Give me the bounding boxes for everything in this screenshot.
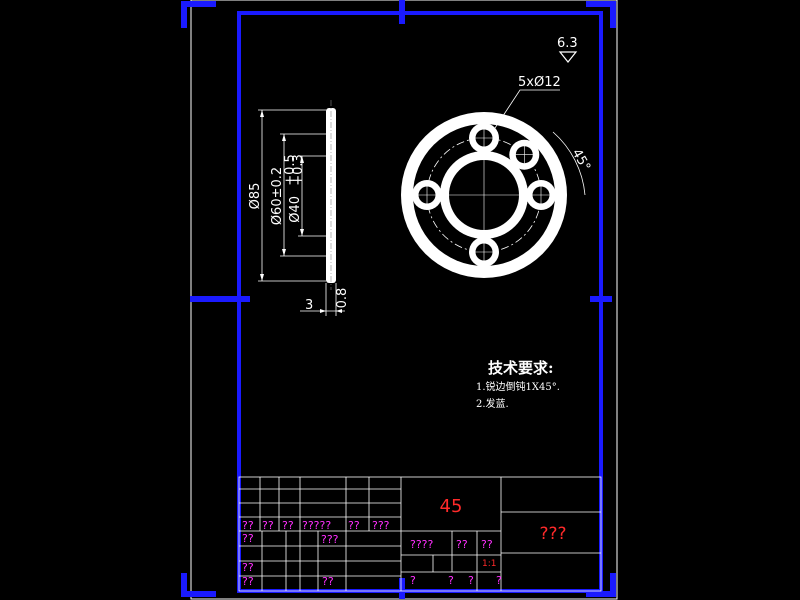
bolt-hole-centermark-3 bbox=[530, 184, 552, 206]
roughness-symbol: 6.3 bbox=[557, 36, 578, 63]
dim-outer-diameter: Ø85 bbox=[248, 183, 263, 210]
angle-dim-arc bbox=[552, 131, 586, 196]
dim-angle: 45° bbox=[569, 147, 594, 174]
tb-row3-left: ?? bbox=[242, 561, 254, 574]
dim-inner-diameter: Ø40 bbox=[288, 196, 303, 223]
tech-title: 技术要求: bbox=[488, 359, 554, 377]
tb-scale: ?? bbox=[481, 538, 493, 551]
tb-mass: ?? bbox=[456, 538, 468, 551]
bolt-hole-centermark-2 bbox=[513, 143, 536, 166]
tb-row1-cell-6: ??? bbox=[372, 519, 390, 532]
tb-row1-cell-5: ?? bbox=[348, 519, 360, 532]
arrows-thickness bbox=[320, 309, 342, 313]
dim-inner-tol-lower: +0.3 bbox=[291, 154, 306, 186]
side-view: Ø85 Ø60±0.2 Ø40 +0.5 +0.3 3 0.8 bbox=[248, 100, 350, 316]
tb-stage: ???? bbox=[410, 538, 434, 551]
tb-row2-mid: ??? bbox=[321, 533, 339, 546]
dim-offset: 0.8 bbox=[335, 288, 350, 309]
tb-sheet-4: ? bbox=[496, 574, 502, 587]
corner-mark-bottom-left bbox=[181, 573, 216, 597]
bolt-holes bbox=[412, 123, 556, 267]
flange-section-body bbox=[326, 108, 336, 283]
tb-row2-left: ?? bbox=[242, 532, 254, 545]
dim-thickness: 3 bbox=[305, 298, 313, 313]
tb-sheet-1: ? bbox=[410, 574, 416, 587]
material-label: 45 bbox=[440, 496, 463, 517]
title-block-frame bbox=[238, 476, 602, 592]
title-block-texts: 45 ??? ?? ?? ?? ????? ?? ??? ?? ??? ?? ?… bbox=[242, 496, 567, 588]
tb-sheet-3: ? bbox=[468, 574, 474, 587]
title-block bbox=[238, 476, 602, 592]
tb-row4-mid: ?? bbox=[322, 575, 334, 588]
tb-row4-left: ?? bbox=[242, 575, 254, 588]
tech-line-1: 1.锐边倒钝1X45°. bbox=[476, 380, 560, 393]
tb-row1-cell-4: ????? bbox=[302, 519, 331, 532]
front-view: 5xØ12 45° bbox=[401, 75, 593, 278]
tb-row1-cell-2: ?? bbox=[262, 519, 274, 532]
technical-requirements: 技术要求: 1.锐边倒钝1X45°. 2.发蓝. bbox=[476, 359, 560, 410]
roughness-triangle bbox=[558, 51, 578, 63]
roughness-value: 6.3 bbox=[557, 36, 578, 51]
corner-mark-bottom-right bbox=[586, 573, 616, 597]
dim-bolt-circle: Ø60±0.2 bbox=[270, 167, 285, 225]
inner-frame-border bbox=[237, 11, 603, 593]
tech-line-2: 2.发蓝. bbox=[476, 397, 509, 410]
bolt-hole-centermark-1 bbox=[473, 127, 495, 149]
hole-callout-leader bbox=[494, 89, 560, 129]
tb-sheet-2: ? bbox=[448, 574, 454, 587]
corner-mark-top-left bbox=[181, 1, 216, 28]
hole-callout: 5xØ12 bbox=[518, 75, 561, 90]
tb-row1-cell-3: ?? bbox=[282, 519, 294, 532]
bolt-hole-centermark-5 bbox=[416, 184, 438, 206]
corner-mark-top-right bbox=[586, 1, 616, 28]
part-name-label: ??? bbox=[539, 524, 566, 544]
tb-row1-cell-1: ?? bbox=[242, 519, 254, 532]
dim-inner-tol-upper: +0.5 bbox=[283, 154, 298, 186]
bolt-hole-centermark-4 bbox=[473, 241, 495, 263]
tb-scale-value: 1:1 bbox=[482, 559, 496, 569]
